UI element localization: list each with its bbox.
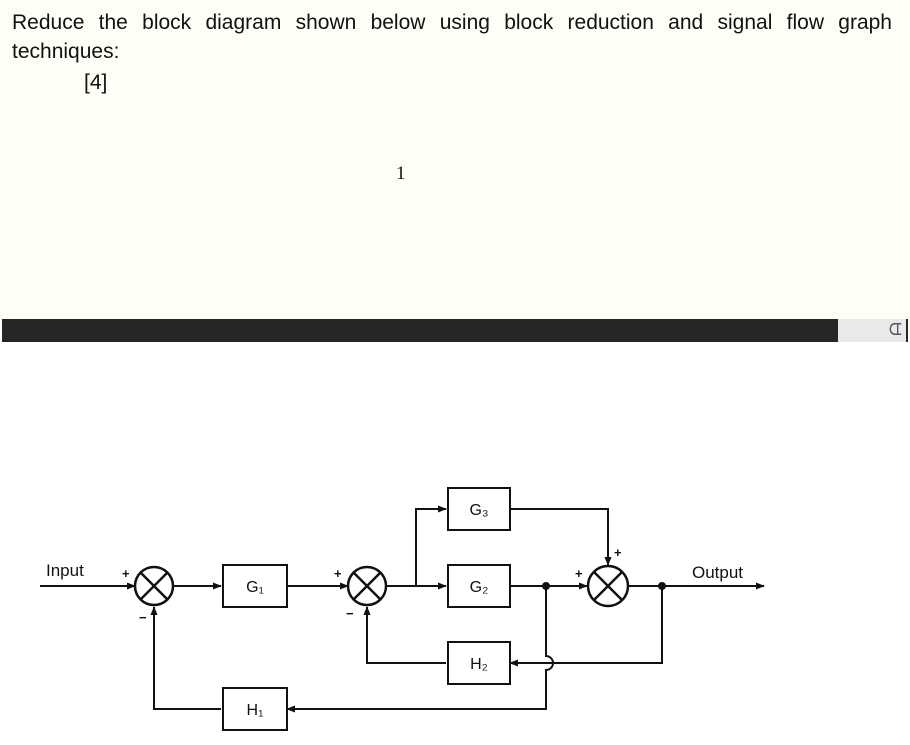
h2-to-s2-line	[363, 606, 446, 664]
g2-feedback-line	[286, 586, 554, 713]
s1-plus-sign: +	[122, 566, 130, 581]
junction-dot-g2-out	[542, 582, 550, 590]
h1-to-s1-line	[150, 606, 221, 710]
block-h1-label: H₁	[247, 702, 264, 719]
s2-plus-sign: +	[334, 566, 342, 581]
g3-to-s3-line	[510, 508, 612, 566]
block-g1-label: G₁	[246, 579, 264, 596]
block-g2-label: G₂	[470, 579, 489, 596]
corner-icon: ᗭ	[838, 319, 906, 342]
block-g3-label: G₃	[470, 502, 489, 519]
s3-top-plus-sign: +	[614, 545, 622, 560]
s1-minus-sign: −	[139, 610, 147, 625]
branch-to-g3-line	[415, 505, 447, 586]
s2-minus-sign: −	[346, 606, 354, 621]
output-label: Output	[692, 563, 743, 582]
question-text: Reduce the block diagram shown below usi…	[12, 11, 892, 63]
block-h2	[447, 641, 511, 685]
block-h1	[222, 687, 288, 731]
s3-left-plus-sign: +	[575, 566, 583, 581]
summing-junction-3	[586, 564, 630, 608]
junction-dot-output	[658, 582, 666, 590]
block-g1	[222, 564, 288, 608]
block-g2	[447, 564, 511, 608]
page-divider-bar	[2, 319, 908, 342]
marks-label: [4]	[84, 71, 108, 94]
block-g3	[447, 487, 511, 531]
block-h2-label: H₂	[470, 656, 488, 673]
input-label: Input	[46, 561, 84, 580]
output-feedback-line	[509, 586, 663, 667]
summing-junction-1	[133, 565, 175, 607]
summing-junction-2	[346, 565, 388, 607]
page-number: 1	[396, 163, 406, 184]
